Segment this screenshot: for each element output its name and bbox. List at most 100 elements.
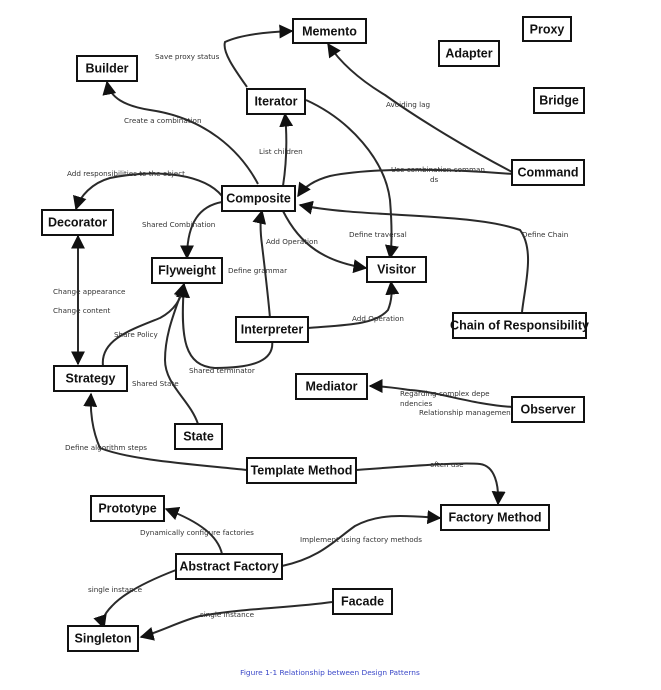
node-observer: Observer [511,396,585,423]
label-define-traversal: Define traversal [349,230,407,239]
svg-text:Singleton: Singleton [75,632,132,646]
edge-composite-decorator [73,172,223,211]
node-state: State [174,423,223,450]
nodes: Memento Proxy Builder Adapter Iterator B… [41,16,589,652]
node-adapter: Adapter [438,40,500,67]
edge-facade-singleton [139,601,333,641]
edge-interpreter-visitor [307,280,400,329]
node-bridge: Bridge [533,87,585,114]
edge-composite-builder [102,80,259,185]
edge-composite-iterator [279,112,294,187]
label-relationship-management: Relationship management [419,408,514,417]
svg-text:Composite: Composite [226,192,291,206]
edge-chain-composite [298,200,530,313]
svg-text:Command: Command [517,166,578,180]
node-facade: Facade [332,588,393,615]
svg-text:Interpreter: Interpreter [241,323,304,337]
edge-command-memento [327,42,513,173]
svg-text:Factory Method: Factory Method [448,511,541,525]
node-abstract-factory: Abstract Factory [175,553,283,580]
edge-interpreter-flyweight [176,283,274,370]
label-regarding-dependencies-2: ndencies [400,399,432,408]
node-composite: Composite [221,185,296,212]
edge-template-strategy [83,392,248,471]
label-add-responsibilities: Add responsibilities to the object [67,169,185,178]
label-shared-state: Shared State [132,379,179,388]
label-list-children: List children [259,147,303,156]
node-strategy: Strategy [53,365,128,392]
node-command: Command [511,159,585,186]
label-add-operation-visitor: Add Operation [352,314,404,323]
label-change-content: Change content [53,306,111,315]
label-avoiding-lag: Avoiding lag [386,100,430,109]
node-flyweight: Flyweight [151,257,223,284]
label-shared-combination: Shared Combination [142,220,215,229]
label-share-policy: Share Policy [114,330,158,339]
svg-text:State: State [183,430,214,444]
node-proxy: Proxy [522,16,572,42]
edge-strategy-flyweight [101,282,190,367]
svg-text:Proxy: Proxy [530,23,565,37]
label-regarding-dependencies: Regarding complex depe [400,389,490,398]
label-create-combination: Create a combination [124,116,202,125]
label-implement-factory-methods: Implement using factory methods [300,535,422,544]
node-memento: Memento [292,18,367,44]
label-often-use: often use [430,460,464,469]
label-change-appearance: Change appearance [53,287,126,296]
label-define-algorithm-steps: Define algorithm steps [65,443,147,452]
edge-iterator-memento [223,24,294,88]
svg-text:Iterator: Iterator [254,95,297,109]
edge-command-composite [297,168,513,198]
label-single-instance-abstract: single instance [88,585,143,594]
svg-text:Observer: Observer [521,403,576,417]
edge-abstract-singleton [93,569,177,630]
edges [71,24,530,641]
edge-iterator-visitor [305,99,399,260]
label-dynamically-configure: Dynamically configure factories [140,528,254,537]
label-use-combination-commands: Use combination comman [391,165,485,174]
edge-state-flyweight [163,282,199,425]
edge-abstract-prototype [164,506,223,555]
edge-abstract-factory [281,510,442,567]
svg-text:Flyweight: Flyweight [158,264,216,278]
node-decorator: Decorator [41,209,114,236]
figure-caption: Figure 1-1 Relationship between Design P… [240,668,420,677]
svg-text:Visitor: Visitor [377,263,416,277]
svg-text:Decorator: Decorator [48,216,107,230]
node-interpreter: Interpreter [235,316,309,343]
node-template-method: Template Method [246,457,357,484]
svg-text:Memento: Memento [302,25,357,39]
edge-composite-visitor [282,210,368,274]
svg-text:Adapter: Adapter [445,47,492,61]
svg-text:Abstract Factory: Abstract Factory [179,560,278,574]
svg-text:Bridge: Bridge [539,94,579,108]
svg-text:Prototype: Prototype [98,502,156,516]
node-builder: Builder [76,55,138,82]
node-mediator: Mediator [295,373,368,400]
svg-text:Strategy: Strategy [65,372,115,386]
node-singleton: Singleton [67,625,139,652]
edge-composite-flyweight [180,201,223,260]
svg-text:Facade: Facade [341,595,384,609]
edge-labels: Save proxy status Create a combination A… [53,52,568,619]
label-use-combination-commands-2: ds [430,175,439,184]
svg-text:Template Method: Template Method [251,464,353,478]
node-visitor: Visitor [366,256,427,283]
label-define-grammar: Define grammar [228,266,287,275]
svg-text:Builder: Builder [85,62,128,76]
label-define-chain: Define Chain [522,230,568,239]
node-prototype: Prototype [90,495,165,522]
node-factory-method: Factory Method [440,504,550,531]
label-single-instance-facade: single instance [200,610,255,619]
edge-observer-mediator [368,379,513,408]
label-save-proxy-status: Save proxy status [155,52,220,61]
label-add-operation-composite: Add Operation [266,237,318,246]
node-chain-of-responsibility: Chain of Responsibility [450,312,589,339]
edge-template-factory [355,462,506,506]
label-shared-terminator: Shared terminator [189,366,255,375]
node-iterator: Iterator [246,88,306,115]
svg-text:Chain of Responsibility: Chain of Responsibility [450,319,589,333]
edge-interpreter-composite [252,209,271,319]
svg-text:Mediator: Mediator [305,380,357,394]
